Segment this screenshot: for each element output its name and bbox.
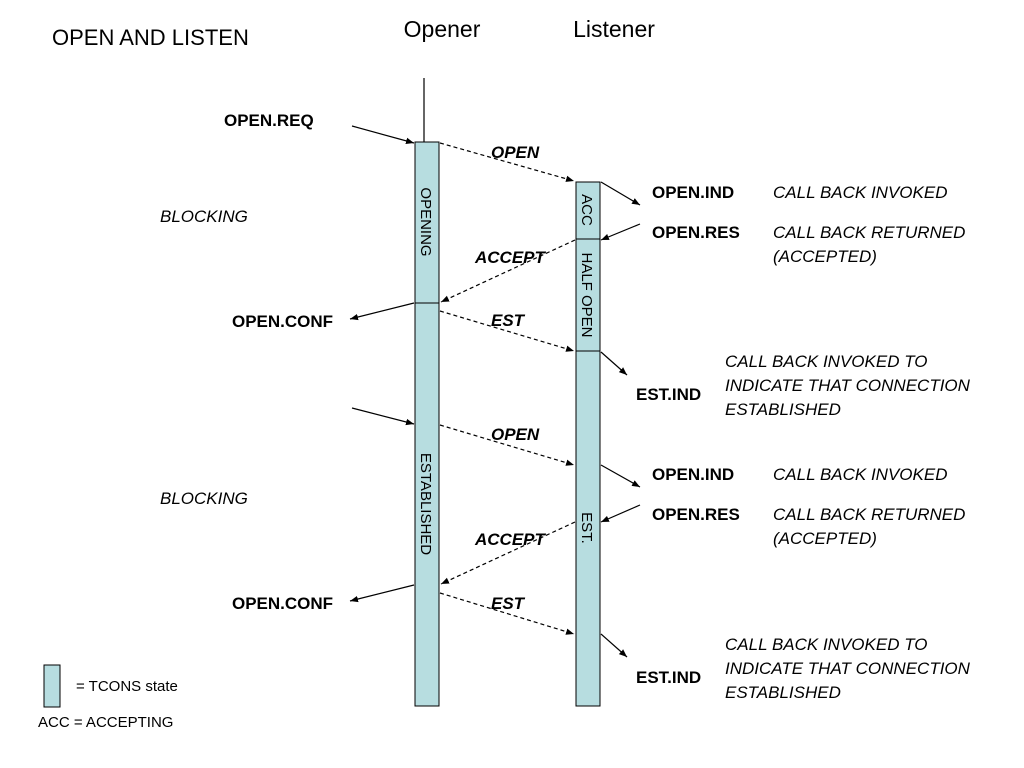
open-ind-arrow-1 (600, 181, 641, 206)
open-arrow-1 (439, 142, 575, 182)
open-req-arrow (351, 125, 415, 144)
callback-returned-note-2b: (ACCEPTED) (773, 529, 877, 548)
opener-established-state (414, 302, 440, 707)
listener-est-state (575, 350, 601, 707)
open-res-arrow-2 (600, 504, 641, 523)
open-req-label: OPEN.REQ (224, 111, 314, 130)
state-label-opening: OPENING (417, 187, 434, 256)
accept-arrow-1 (440, 239, 576, 303)
est-ind-arrow-2 (600, 633, 628, 658)
open-protocol-label-2: OPEN (491, 425, 540, 444)
est-ind-arrow-1 (600, 351, 628, 376)
callback-est-note-2c: ESTABLISHED (725, 683, 841, 702)
callback-returned-note-1b: (ACCEPTED) (773, 247, 877, 266)
est-ind-label-1: EST.IND (636, 385, 701, 404)
legend-tcons-label: = TCONS state (76, 678, 178, 695)
state-label-half-open: HALF OPEN (578, 252, 595, 337)
open-conf-label-1: OPEN.CONF (232, 312, 333, 331)
open-res-label-1: OPEN.RES (652, 223, 740, 242)
blocking-label-2: BLOCKING (160, 489, 248, 508)
open-protocol-label-1: OPEN (491, 143, 540, 162)
listener-column-header: Listener (573, 16, 655, 42)
open-conf-arrow-2 (349, 584, 415, 603)
open-req-arrow-2 (351, 407, 415, 426)
open-ind-label-1: OPEN.IND (652, 183, 734, 202)
opener-column-header: Opener (404, 16, 481, 42)
open-conf-label-2: OPEN.CONF (232, 594, 333, 613)
est-arrow-1 (439, 310, 575, 352)
accept-arrow-2 (440, 521, 576, 585)
open-arrow-2 (439, 424, 575, 466)
accept-protocol-label-2: ACCEPT (474, 530, 547, 549)
est-protocol-label-2: EST (491, 594, 526, 613)
callback-invoked-note-1: CALL BACK INVOKED (773, 183, 947, 202)
est-protocol-label-1: EST (491, 311, 526, 330)
callback-invoked-note-2: CALL BACK INVOKED (773, 465, 947, 484)
est-arrow-2 (439, 592, 575, 635)
state-label-acc: ACC (578, 194, 595, 226)
diagram-title: OPEN AND LISTEN (52, 25, 249, 50)
callback-est-note-1c: ESTABLISHED (725, 400, 841, 419)
accept-protocol-label-1: ACCEPT (474, 248, 547, 267)
callback-est-note-1a: CALL BACK INVOKED TO (725, 352, 928, 371)
blocking-label-1: BLOCKING (160, 207, 248, 226)
callback-est-note-2a: CALL BACK INVOKED TO (725, 635, 928, 654)
state-label-est: EST. (578, 512, 595, 544)
est-ind-label-2: EST.IND (636, 668, 701, 687)
state-label-established: ESTABLISHED (417, 453, 434, 555)
callback-returned-note-2a: CALL BACK RETURNED (773, 505, 965, 524)
open-res-label-2: OPEN.RES (652, 505, 740, 524)
legend-acc-label: ACC = ACCEPTING (38, 714, 173, 731)
callback-est-note-1b: INDICATE THAT CONNECTION (725, 376, 971, 395)
callback-returned-note-1a: CALL BACK RETURNED (773, 223, 965, 242)
open-conf-arrow-1 (349, 302, 415, 321)
open-ind-arrow-2 (600, 464, 641, 488)
legend-swatch (43, 664, 61, 708)
callback-est-note-2b: INDICATE THAT CONNECTION (725, 659, 971, 678)
open-ind-label-2: OPEN.IND (652, 465, 734, 484)
open-res-arrow-1 (600, 223, 641, 241)
